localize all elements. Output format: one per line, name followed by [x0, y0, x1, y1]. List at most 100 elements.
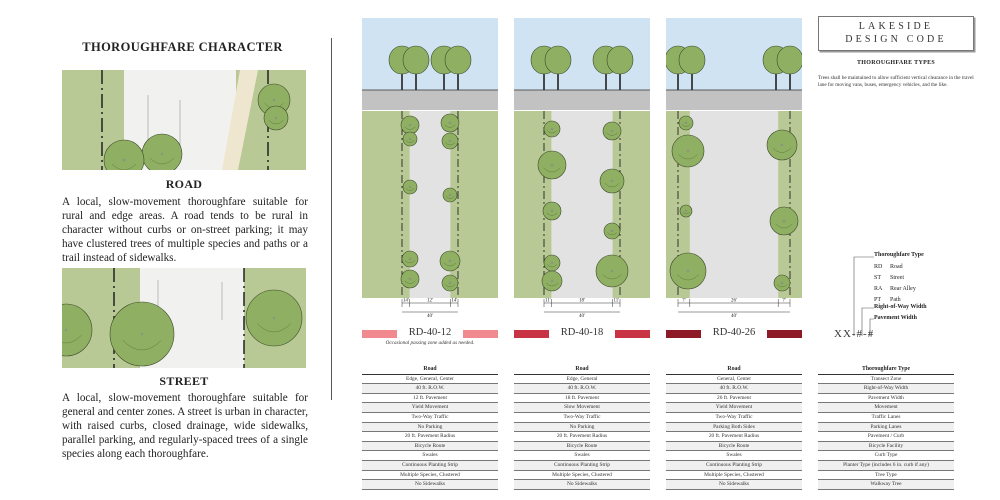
table-row: 18 ft. Pavement: [514, 394, 650, 404]
table-row: Transect Zone: [818, 375, 954, 385]
tree-canopy: [245, 289, 303, 347]
elevation-view: [514, 18, 650, 110]
table-row: No Parking: [362, 422, 498, 433]
tree-canopy: [402, 179, 418, 195]
dimension-line: 14'12'14'40': [362, 296, 498, 318]
dimension-label: 14': [403, 299, 409, 304]
table-row: 26 ft. Pavement: [666, 394, 802, 404]
table-row: Two-Way Traffic: [362, 413, 498, 423]
table-row: Yield Movement: [666, 403, 802, 413]
dimension-label: 7': [782, 299, 786, 304]
page-title: THOROUGHFARE CHARACTER: [82, 40, 283, 54]
table-row: Edge, General, Center: [362, 375, 498, 385]
table-row: Planter Type (includes 6 in. curb if any…: [818, 460, 954, 471]
tree-canopy: [773, 274, 791, 292]
ground-section: [514, 90, 650, 110]
tree-canopy: [671, 134, 705, 168]
table-row: No Sidewalks: [362, 480, 498, 490]
table-row: Traffic Lanes: [818, 413, 954, 423]
legend-code-pt: PT: [874, 297, 882, 303]
table-row: Two-Way Traffic: [666, 413, 802, 423]
table-row: Right-of-Way Width: [818, 384, 954, 394]
code-format: XX-#-#: [834, 328, 875, 340]
section-code: RD-40-12: [408, 327, 452, 338]
table-row: Bicycle Route: [514, 441, 650, 452]
tree-canopy: [401, 250, 419, 268]
sky: [362, 18, 498, 90]
column-divider: [331, 38, 332, 400]
table-row: Parking Lanes: [818, 422, 954, 433]
dimension-line: 11'18'11'40': [514, 296, 650, 318]
tree-canopy: [537, 150, 567, 180]
elevation-tree: [678, 45, 706, 90]
band-left: [514, 330, 549, 338]
section-code-band: RD-40-26: [666, 327, 802, 339]
table-row: Walkway Tree: [818, 480, 954, 490]
elevation-tree: [444, 45, 472, 90]
street-description: A local, slow-movement thoroughfare suit…: [62, 392, 308, 460]
tree-canopy: [602, 121, 622, 141]
tree-canopy: [679, 204, 693, 218]
section-code: RD-40-18: [560, 327, 604, 338]
section-code-band: RD-40-18: [514, 327, 650, 339]
dimension-label: 12': [427, 299, 433, 304]
band-left: [362, 330, 397, 338]
road-description: A local, slow-movement thoroughfare suit…: [62, 196, 308, 264]
tree-canopy: [62, 303, 93, 357]
code-legend: Thoroughfare Type RD Road ST Street RA R…: [834, 250, 980, 350]
dimension-label: 11': [545, 299, 551, 304]
tree-canopy: [263, 105, 289, 131]
legend-pave-width: Pavement Width: [874, 315, 917, 321]
table-row: 40 ft. R.O.W.: [514, 384, 650, 394]
plan-view: [666, 111, 802, 298]
tree-canopy: [109, 301, 175, 367]
table-row: 40 ft. R.O.W.: [666, 384, 802, 394]
tree-canopy: [400, 115, 420, 135]
tree-canopy: [599, 168, 625, 194]
table-row: Continuous Planting Strip: [666, 460, 802, 471]
table-row: Pavement / Curb: [818, 432, 954, 442]
table-row: 40 ft. R.O.W.: [362, 384, 498, 394]
band-right: [463, 330, 498, 338]
plan-view: [514, 111, 650, 298]
dimension-label: 14': [451, 299, 457, 304]
types-title: THOROUGHFARE TYPES: [856, 60, 936, 66]
legend-label-road: Road: [890, 264, 903, 270]
elevation-view: [362, 18, 498, 110]
road-plan-illustration: [62, 70, 306, 170]
table-row: Tree Type: [818, 471, 954, 481]
tree-canopy: [543, 254, 561, 272]
dimension-label: 11': [613, 299, 619, 304]
dimension-line: 7'26'7'40': [666, 296, 802, 318]
table-row: Swales: [666, 451, 802, 461]
section-code-band: RD-40-12: [362, 327, 498, 339]
table-row: Movement: [818, 403, 954, 413]
brand-box: LAKESIDE DESIGN CODE: [818, 16, 974, 51]
table-row: Bicycle Route: [362, 441, 498, 452]
road-heading: ROAD: [165, 177, 203, 191]
table-row: General, Center: [666, 375, 802, 385]
section-note: Occasional passing zone added as needed.: [385, 340, 475, 346]
tree-canopy: [400, 269, 420, 289]
table-row: No Sidewalks: [514, 480, 650, 490]
tree-canopy: [103, 139, 145, 170]
band-right: [767, 330, 802, 338]
dimension-label: 18': [579, 299, 585, 304]
section-code: RD-40-26: [712, 327, 756, 338]
table-header: Thoroughfare Type: [818, 366, 954, 375]
table-row: Edge, General: [514, 375, 650, 385]
dimension-label: 26': [731, 299, 737, 304]
table-row: 12 ft. Pavement: [362, 394, 498, 404]
table-row: Swales: [514, 451, 650, 461]
table-row: Multiple Species, Clustered: [666, 471, 802, 481]
plan-view: [362, 111, 498, 298]
tree-canopy: [541, 270, 563, 292]
table-row: 20 ft. Pavement Radius: [666, 432, 802, 442]
table-row: Parking Both Sides: [666, 422, 802, 433]
band-left: [666, 330, 701, 338]
